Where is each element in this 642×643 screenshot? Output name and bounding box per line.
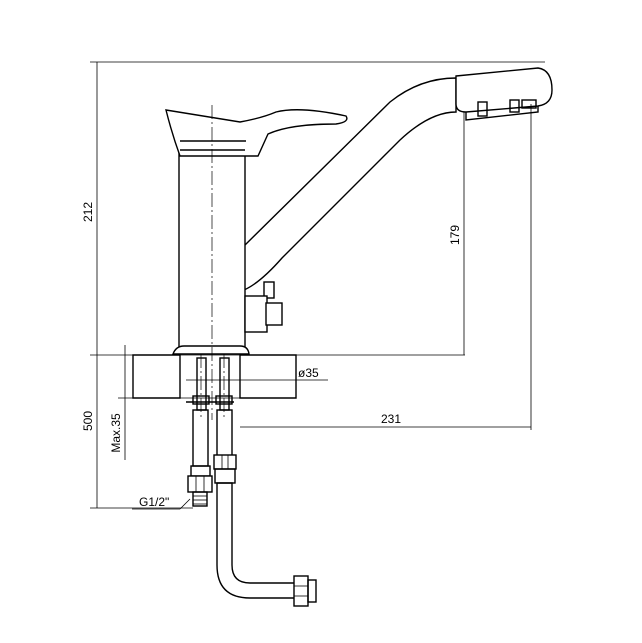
dimension-lines: [90, 61, 545, 510]
thread-label: G1/2": [139, 495, 169, 509]
hose-length-label: 500: [81, 411, 95, 431]
spout-height-label: 179: [448, 225, 462, 245]
countertop: [132, 354, 297, 403]
spout-reach-label: 231: [381, 412, 401, 426]
hole-diameter-label: ø35: [298, 366, 319, 380]
faucet-body: [165, 67, 553, 420]
total-height-label: 212: [81, 202, 95, 222]
supply-hoses: [187, 354, 317, 607]
max-thickness-label: Max.35: [109, 413, 123, 453]
